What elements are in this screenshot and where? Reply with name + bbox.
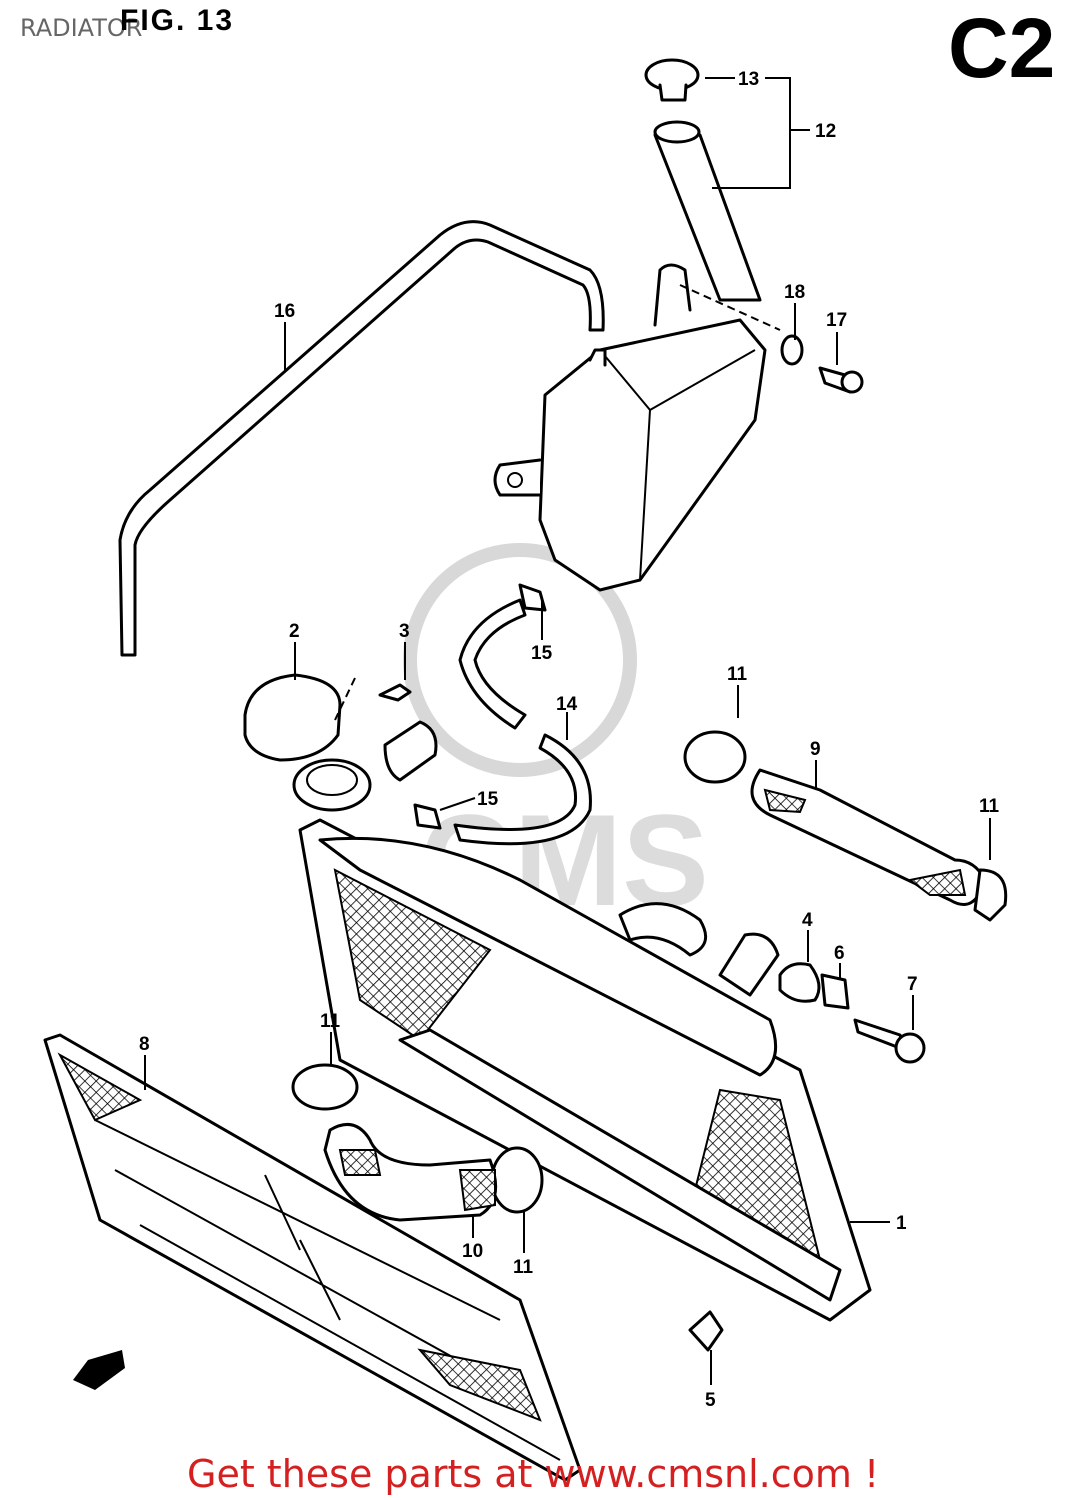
callout-14: 14 <box>556 694 578 715</box>
callout-11-lower: 11 <box>513 1257 534 1278</box>
hose-10 <box>323 1122 498 1222</box>
callout-2: 2 <box>289 621 300 642</box>
callout-16: 16 <box>274 301 295 322</box>
figure-number: FIG. 13 <box>120 4 235 37</box>
callout-8: 8 <box>139 1034 150 1055</box>
callout-15-upper: 15 <box>531 643 553 664</box>
callout-11-upper: 11 <box>727 664 748 685</box>
front-arrow-icon <box>73 1350 125 1390</box>
radiator-cap <box>243 673 412 812</box>
reservoir-tank <box>493 263 767 592</box>
hose-14 <box>458 598 527 730</box>
callout-11-left: 11 <box>320 1011 341 1032</box>
callout-5: 5 <box>705 1390 716 1411</box>
callout-1: 1 <box>896 1213 907 1234</box>
hose-14b <box>453 733 592 846</box>
section-code: C2 <box>948 1 1056 95</box>
shop-link[interactable]: Get these parts at www.cmsnl.com ! <box>187 1452 880 1496</box>
callout-12: 12 <box>815 121 836 142</box>
callout-18: 18 <box>784 282 805 303</box>
radiator-core <box>298 818 872 1322</box>
callout-10: 10 <box>462 1241 483 1262</box>
callout-9: 9 <box>810 739 821 760</box>
hose-9 <box>750 768 987 906</box>
page-title: RADIATOR <box>20 14 143 42</box>
filler-neck <box>644 58 762 302</box>
callout-3: 3 <box>399 621 410 642</box>
callout-11-right: 11 <box>979 796 1000 817</box>
overflow-hose <box>118 220 605 657</box>
bolt-17 <box>780 334 864 394</box>
callout-6: 6 <box>834 943 845 964</box>
callout-15-lower: 15 <box>477 789 499 810</box>
callout-7: 7 <box>907 974 918 995</box>
callout-17: 17 <box>826 310 847 331</box>
callout-4: 4 <box>802 910 813 931</box>
radiator-grille <box>43 1033 582 1482</box>
callout-13: 13 <box>738 69 759 90</box>
